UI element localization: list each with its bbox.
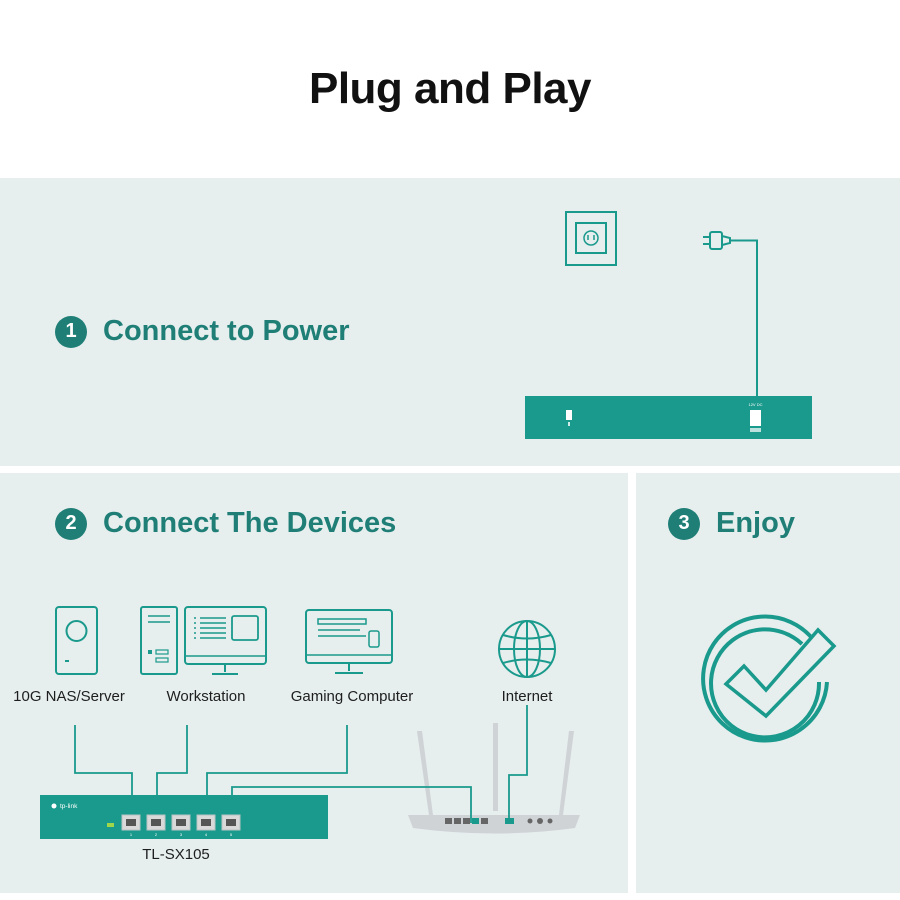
nas-server-icon (55, 606, 98, 675)
device-label-gaming: Gaming Computer (290, 688, 414, 705)
switch-icon: tp-link 1 2 3 4 5 (40, 795, 328, 839)
step-2-panel: 2 Connect The Devices (0, 473, 628, 893)
step-1-heading: 1 Connect to Power (55, 315, 350, 348)
step-2-number: 2 (55, 507, 87, 540)
step-3-heading: 3 Enjoy (668, 507, 795, 540)
step-3-label: Enjoy (716, 507, 795, 539)
checkmark-icon (701, 614, 837, 743)
port-number: 4 (205, 832, 208, 837)
device-label-nas: 10G NAS/Server (13, 688, 125, 705)
switch-brand: tp-link (60, 803, 78, 810)
power-led (107, 823, 114, 827)
step-1-label: Connect to Power (103, 315, 350, 347)
port-number: 2 (155, 832, 158, 837)
wall-outlet-icon (565, 211, 617, 266)
device-label-internet: Internet (501, 688, 553, 705)
gaming-computer-icon (305, 609, 393, 674)
workstation-icon (140, 606, 267, 675)
svg-text:12V DC: 12V DC (748, 402, 762, 407)
port-number: 1 (130, 832, 133, 837)
switch-model-label: TL-SX105 (142, 846, 210, 863)
page-title: Plug and Play (308, 64, 592, 113)
globe-icon (498, 620, 556, 678)
step-1-panel: 1 Connect to Power 12V DC (0, 178, 900, 466)
port-number: 3 (180, 832, 183, 837)
step-2-label: Connect The Devices (103, 507, 397, 539)
switch-rear-panel: 12V DC (525, 396, 812, 439)
step-3-panel: 3 Enjoy (636, 473, 900, 893)
power-plug-icon (703, 231, 758, 398)
step-2-heading: 2 Connect The Devices (55, 507, 396, 540)
step-3-number: 3 (668, 507, 700, 540)
device-label-workstation: Workstation (166, 688, 246, 705)
router-icon (408, 723, 580, 834)
port-number: 5 (230, 832, 233, 837)
step-1-number: 1 (55, 315, 87, 348)
